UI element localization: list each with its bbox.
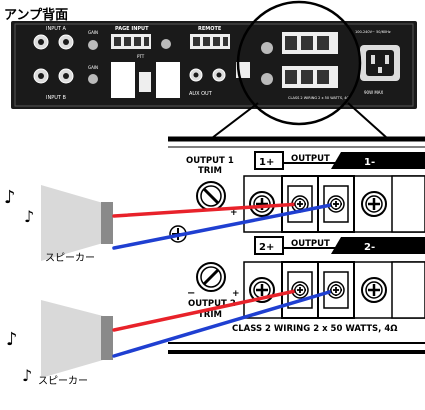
output2-plus-screw [294, 284, 306, 296]
output2-minus-label: 2- [364, 242, 375, 253]
input-b-label: INPUT B [46, 95, 67, 101]
input-b-jacks [33, 68, 74, 84]
output2-trim-line2: TRIM [198, 310, 222, 320]
gain-a-label: GAIN [88, 30, 98, 35]
output2-minus-screw [330, 284, 342, 296]
speaker-2-label: スピーカー [38, 375, 88, 387]
output1-plus-sign: + [230, 208, 238, 218]
power-inlet [360, 45, 400, 81]
output1-minus-label: 1- [364, 157, 375, 168]
speaker-1-label: スピーカー [45, 252, 95, 264]
magnifier-circle [236, 0, 362, 126]
page-input-terminal [111, 34, 151, 49]
output2-trim-line1: OUTPUT 2 [188, 299, 236, 309]
dip-label-block-2 [156, 62, 180, 98]
output1-label: OUTPUT [291, 154, 330, 164]
output1-trim-line2: TRIM [198, 166, 222, 176]
speaker2-positive-wire [112, 288, 302, 332]
aux-out-label: AUX OUT [189, 91, 213, 97]
music-note-1: ♪ [4, 187, 16, 208]
ptt-label: PTT [137, 54, 145, 59]
input-a-jacks [33, 34, 74, 50]
output2-plus-sign: + [232, 289, 240, 299]
output1-trim-label: OUTPUT 1 TRIM [186, 156, 237, 176]
aux-out-jacks [189, 68, 226, 82]
panel-output-terminals [282, 32, 338, 88]
heading: アンプ背面 [4, 7, 68, 23]
speaker1-negative-wire [112, 202, 338, 250]
gain-b-knob [88, 74, 98, 84]
output1-trim-line1: OUTPUT 1 [186, 156, 234, 166]
speaker2-negative-wire [112, 288, 338, 358]
music-note-2: ♪ [24, 207, 34, 226]
output2-label: OUTPUT [291, 239, 330, 249]
class2-label: CLASS 2 WIRING 2 x 50 WATTS, 4Ω [232, 324, 397, 334]
max-power-label: 90W MAX [364, 90, 384, 95]
panel-trim-1-knob [261, 42, 273, 54]
gain-a-knob [88, 40, 98, 50]
dip-switch [139, 72, 151, 92]
output2-trim-knob [196, 262, 226, 292]
voltage-label: 100-240V~ 50/60Hz [355, 30, 391, 34]
zoom-line-left [211, 102, 259, 139]
remote-terminal [190, 34, 230, 49]
page-gain-knob [161, 39, 171, 49]
speaker-2 [41, 300, 113, 378]
output1-minus-screw [330, 198, 342, 210]
panel-trim-2-knob [261, 73, 273, 85]
zoom-line-right [347, 102, 388, 139]
remote-label: REMOTE [198, 26, 222, 32]
output2-header [254, 236, 425, 255]
dip-label-block-1 [111, 62, 135, 98]
page-input-label: PAGE INPUT [115, 26, 149, 32]
output2-trim-label: OUTPUT 2 TRIM [188, 299, 239, 320]
input-a-label: INPUT A [46, 26, 67, 32]
output1-plus-label: 1+ [259, 157, 274, 168]
speaker-1 [41, 185, 113, 261]
output1-trim-knob [196, 181, 226, 211]
output2-minus-sign: − [187, 288, 195, 299]
amp-rear-panel: INPUT A INPUT B GAIN GAIN PAGE INPUT PTT… [11, 21, 417, 109]
output2-plus-label: 2+ [259, 242, 274, 253]
speaker1-positive-wire [112, 202, 302, 218]
output1-header [254, 151, 425, 170]
panel-class2-label: CLASS 2 WIRING 2 x 50 WATTS, 4Ω [288, 96, 350, 100]
gain-b-label: GAIN [88, 65, 98, 70]
music-note-3: ♪ [6, 329, 18, 350]
output1-plus-screw [294, 198, 306, 210]
music-note-4: ♪ [22, 366, 32, 385]
